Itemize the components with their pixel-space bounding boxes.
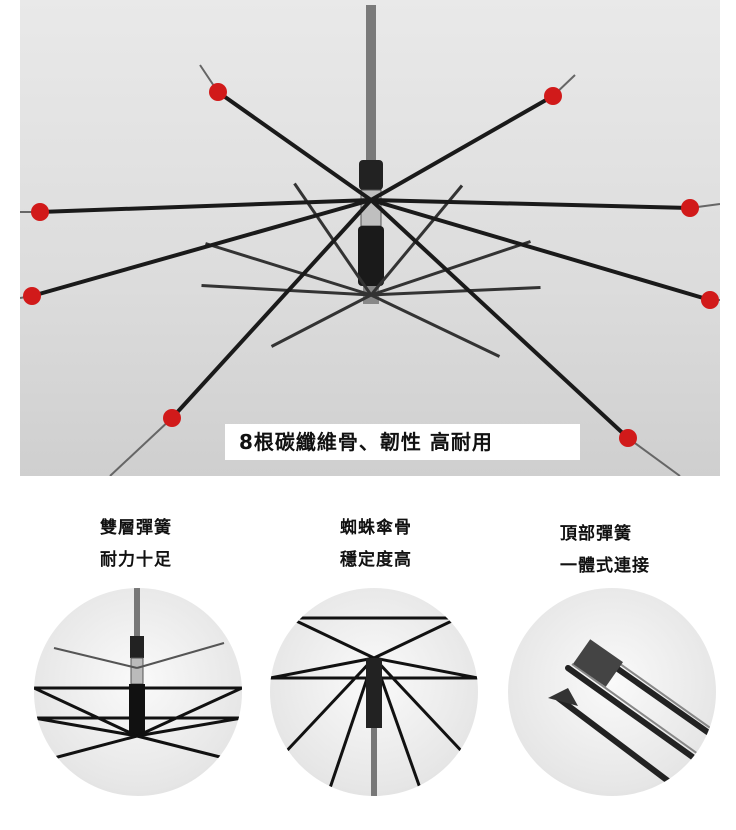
spider-frame-closeup-image: [270, 588, 478, 796]
red-tip-marker: [681, 199, 699, 217]
feature-title: 頂部彈簧: [560, 524, 632, 544]
red-tip-marker: [23, 287, 41, 305]
red-tip-marker: [163, 409, 181, 427]
feature-double-spring: 雙層彈簧 耐力十足: [100, 512, 172, 576]
stretcher: [370, 240, 531, 297]
feature-top-spring: 頂部彈簧 一體式連接: [560, 518, 650, 582]
hero-caption: 8根碳纖維骨、韌性 高耐用: [225, 424, 580, 460]
red-tip-marker: [619, 429, 637, 447]
rib: [170, 198, 373, 420]
ribs-group: [20, 64, 720, 476]
runner: [358, 226, 384, 286]
umbrella-shaft: [366, 5, 376, 165]
feature-subtitle: 穩定度高: [340, 550, 412, 570]
stretcher: [205, 242, 372, 297]
rib: [216, 90, 373, 202]
stretcher: [370, 293, 501, 358]
rib: [370, 198, 711, 302]
rib: [31, 198, 372, 298]
rib: [369, 198, 630, 440]
stretcher: [370, 286, 541, 297]
hero-umbrella-frame-photo: 8根碳纖維骨、韌性 高耐用: [20, 0, 720, 476]
umbrella-frame-illustration: [20, 5, 720, 476]
top-notch: [359, 160, 383, 190]
feature-spider-frame: 蜘蛛傘骨 穩定度高: [340, 512, 412, 576]
rib: [370, 198, 691, 210]
rib: [370, 94, 554, 202]
feature-subtitle: 耐力十足: [100, 550, 172, 570]
stretcher: [270, 293, 372, 348]
red-tip-marker: [209, 83, 227, 101]
red-tip-marker: [544, 87, 562, 105]
red-tip-marker: [701, 291, 719, 309]
feature-title: 蜘蛛傘骨: [340, 518, 412, 538]
double-spring-closeup-image: [34, 588, 242, 796]
red-tip-marker: [31, 203, 49, 221]
rib-end: [109, 417, 173, 476]
feature-title: 雙層彈簧: [100, 518, 172, 538]
rib-end: [627, 437, 681, 476]
top-spring-closeup-image: [508, 588, 716, 796]
feature-subtitle: 一體式連接: [560, 556, 650, 576]
rib: [39, 198, 372, 214]
rib-tip-markers: [23, 83, 719, 447]
